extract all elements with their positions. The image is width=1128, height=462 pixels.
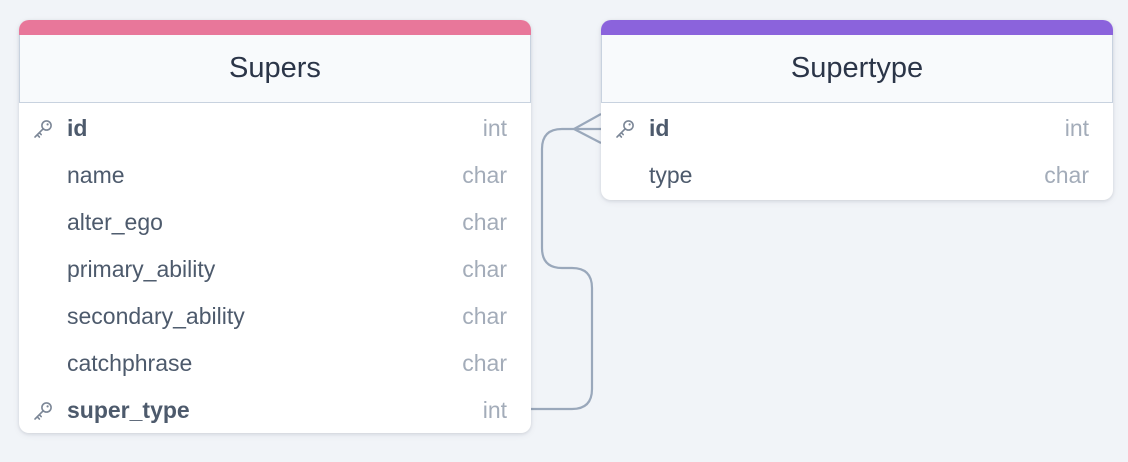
table-supers[interactable]: Supers id int name char alter_ego char p…	[19, 20, 531, 433]
field-type: int	[482, 397, 507, 423]
field-name: catchphrase	[67, 350, 193, 376]
field-type: char	[462, 209, 507, 235]
field-row-alter-ego[interactable]: alter_ego char	[19, 199, 531, 246]
field-name: type	[649, 162, 693, 188]
field-row-catchphrase[interactable]: catchphrase char	[19, 340, 531, 387]
field-row-id[interactable]: id int	[19, 105, 531, 152]
table-title[interactable]: Supertype	[601, 35, 1113, 103]
table-supertype[interactable]: Supertype id int type char	[601, 20, 1113, 200]
field-row-name[interactable]: name char	[19, 152, 531, 199]
field-row-primary-ability[interactable]: primary_ability char	[19, 246, 531, 293]
crows-foot-icon	[573, 113, 602, 144]
field-row-id[interactable]: id int	[601, 105, 1113, 152]
key-icon	[32, 400, 54, 422]
field-row-super-type[interactable]: super_type int	[19, 387, 531, 433]
field-type: char	[462, 256, 507, 282]
field-list: id int name char alter_ego char primary_…	[19, 103, 531, 433]
field-type: char	[462, 350, 507, 376]
field-name: primary_ability	[67, 256, 216, 282]
table-title[interactable]: Supers	[19, 35, 531, 103]
field-type: int	[482, 115, 507, 141]
key-icon	[32, 118, 54, 140]
field-type: char	[462, 303, 507, 329]
field-list: id int type char	[601, 103, 1113, 199]
field-row-secondary-ability[interactable]: secondary_ability char	[19, 293, 531, 340]
table-color-stripe	[19, 20, 531, 36]
key-icon	[614, 118, 636, 140]
field-type: char	[462, 162, 507, 188]
field-type: int	[1064, 115, 1089, 141]
field-name: alter_ego	[67, 209, 163, 235]
field-name: id	[67, 115, 88, 141]
field-name: super_type	[67, 397, 190, 423]
field-row-type[interactable]: type char	[601, 152, 1113, 199]
table-color-stripe	[601, 20, 1113, 36]
field-type: char	[1044, 162, 1089, 188]
relationship-line	[531, 127, 594, 411]
field-name: id	[649, 115, 670, 141]
field-name: name	[67, 162, 125, 188]
field-name: secondary_ability	[67, 303, 245, 329]
